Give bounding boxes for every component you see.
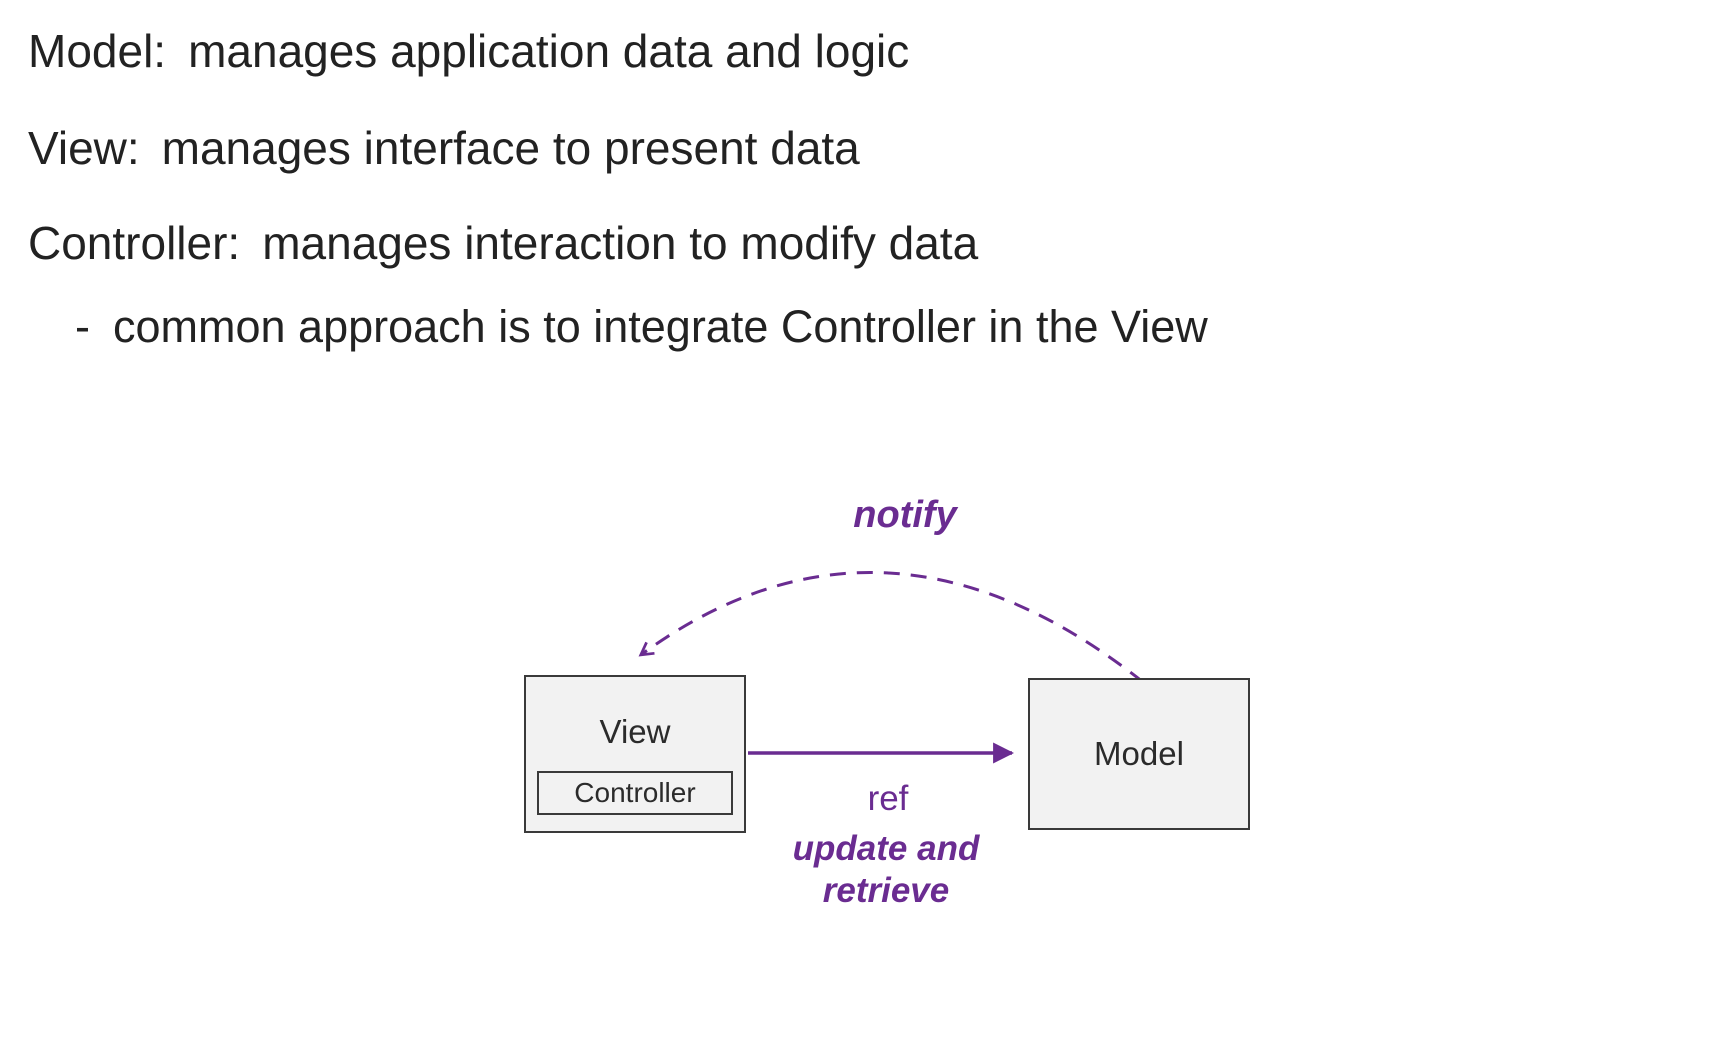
controller-description: manages interaction to modify data bbox=[262, 217, 979, 269]
controller-term: Controller: bbox=[28, 217, 241, 269]
view-description: manages interface to present data bbox=[161, 122, 860, 174]
view-box: View Controller bbox=[524, 675, 746, 833]
model-box-label: Model bbox=[1094, 735, 1184, 772]
definition-model: Model: manages application data and logi… bbox=[28, 26, 909, 77]
ref-label: ref bbox=[867, 779, 909, 818]
notify-label: notify bbox=[853, 494, 957, 536]
model-description: manages application data and logic bbox=[188, 25, 910, 77]
view-term: View: bbox=[28, 122, 140, 174]
model-term: Model: bbox=[28, 25, 167, 77]
update-label-line2: retrieve bbox=[822, 871, 950, 910]
view-box-label: View bbox=[599, 713, 671, 750]
model-box: Model bbox=[1028, 678, 1250, 830]
dash-bullet: - bbox=[75, 301, 90, 352]
definition-view: View: manages interface to present data bbox=[28, 123, 860, 174]
controller-box: Controller bbox=[537, 771, 733, 815]
notify-dashed-arrow bbox=[638, 571, 1144, 684]
controller-note: - common approach is to integrate Contro… bbox=[75, 302, 1208, 352]
update-label-line1: update and bbox=[792, 829, 980, 868]
controller-box-label: Controller bbox=[574, 777, 696, 808]
update-retrieve-label: update and retrieve bbox=[736, 828, 1036, 912]
definition-controller: Controller: manages interaction to modif… bbox=[28, 218, 978, 269]
controller-note-text: common approach is to integrate Controll… bbox=[113, 301, 1208, 352]
